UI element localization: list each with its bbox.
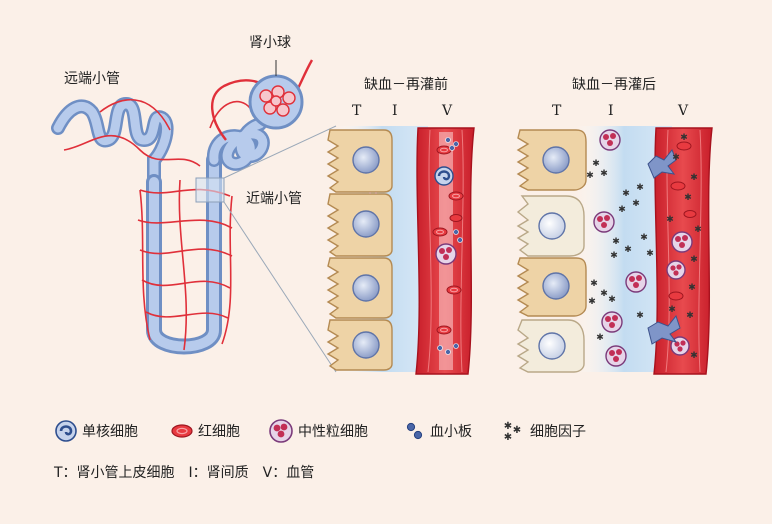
rbc-after xyxy=(668,141,697,301)
panel-after: ✱✱✱ ✱✱✱✱ ✱✱✱ ✱✱✱✱ ✱✱ ✱✱ ✱✱✱✱ ✱✱✱✱ ✱✱✱ xyxy=(516,126,713,375)
glomerulus-label: 肾小球 xyxy=(249,35,291,51)
legend-label: 血小板 xyxy=(430,424,472,440)
rbc-before xyxy=(432,145,464,335)
monocyte-before xyxy=(434,166,454,186)
col-t-after: T xyxy=(552,103,562,119)
cytokine-icon: ✱ ✱ ✱ xyxy=(504,421,521,443)
svg-text:✱: ✱ xyxy=(690,351,698,361)
legend-platelet: 血小板 xyxy=(404,419,472,443)
svg-text:✱: ✱ xyxy=(640,233,648,243)
svg-text:✱: ✱ xyxy=(636,183,644,193)
legend-label: 中性粒细胞 xyxy=(298,424,368,440)
svg-text:✱: ✱ xyxy=(686,311,694,321)
red-blood-cell-icon xyxy=(171,424,193,438)
svg-text:✱: ✱ xyxy=(668,305,676,315)
svg-text:✱: ✱ xyxy=(590,279,598,289)
col-i-before: I xyxy=(392,103,398,119)
platelets-before xyxy=(437,137,463,355)
abbreviation-footnote: T：肾小管上皮细胞 I：肾间质 V：血管 xyxy=(54,465,315,481)
legend-rbc: 红细胞 xyxy=(170,419,240,443)
legend-monocyte: 单核细胞 xyxy=(54,419,138,443)
svg-text:✱: ✱ xyxy=(688,283,696,293)
panel-after-title: 缺血－再灌后 xyxy=(572,77,656,93)
col-t-before: T xyxy=(352,103,362,119)
svg-text:✱: ✱ xyxy=(690,255,698,265)
svg-text:✱: ✱ xyxy=(612,237,620,247)
panel-before-title: 缺血－再灌前 xyxy=(364,77,448,93)
svg-text:✱: ✱ xyxy=(624,245,632,255)
svg-text:✱: ✱ xyxy=(588,297,596,307)
col-i-after: I xyxy=(608,103,614,119)
svg-text:✱: ✱ xyxy=(618,205,626,215)
monocyte-icon xyxy=(55,420,77,442)
svg-text:✱: ✱ xyxy=(504,421,512,432)
svg-text:✱: ✱ xyxy=(636,311,644,321)
svg-text:✱: ✱ xyxy=(600,289,608,299)
svg-text:✱: ✱ xyxy=(672,153,680,163)
svg-text:✱: ✱ xyxy=(600,169,608,179)
svg-text:✱: ✱ xyxy=(610,251,618,261)
neutrophil-before xyxy=(435,243,457,265)
svg-text:✱: ✱ xyxy=(596,333,604,343)
nephron xyxy=(51,59,337,373)
svg-text:✱: ✱ xyxy=(586,171,594,181)
svg-text:✱: ✱ xyxy=(608,295,616,305)
proximal-tubule-label: 近端小管 xyxy=(246,191,302,207)
svg-text:✱: ✱ xyxy=(690,173,698,183)
peritubular-capillaries xyxy=(63,98,251,351)
magnify-box xyxy=(195,177,225,203)
nuclei-before xyxy=(352,146,380,359)
activated-platelets-after xyxy=(647,149,681,345)
svg-text:✱: ✱ xyxy=(513,425,521,436)
legend-label: 单核细胞 xyxy=(82,424,138,440)
cytokines-after: ✱✱✱ ✱✱✱✱ ✱✱✱ ✱✱✱✱ ✱✱ ✱✱ ✱✱✱✱ ✱✱✱✱ ✱✱✱ xyxy=(586,133,702,361)
svg-text:✱: ✱ xyxy=(694,225,702,235)
svg-text:✱: ✱ xyxy=(666,215,674,225)
legend-cytokine: ✱ ✱ ✱ 细胞因子 xyxy=(500,419,586,443)
platelet-icon xyxy=(406,422,423,440)
col-v-before: V xyxy=(442,103,453,119)
nuclei-after xyxy=(538,146,570,360)
svg-text:✱: ✱ xyxy=(684,193,692,203)
legend-neutrophil: 中性粒细胞 xyxy=(268,419,368,443)
svg-text:✱: ✱ xyxy=(504,432,512,443)
svg-text:✱: ✱ xyxy=(680,133,688,143)
col-v-after: V xyxy=(678,103,689,119)
glomerulus-tuft xyxy=(259,85,296,117)
distal-tubule-label: 远端小管 xyxy=(64,71,120,87)
legend-label: 红细胞 xyxy=(198,424,240,440)
neutrophil-icon xyxy=(269,419,293,443)
svg-text:✱: ✱ xyxy=(592,159,600,169)
svg-text:✱: ✱ xyxy=(632,199,640,209)
tight-junctions-before xyxy=(369,192,377,194)
legend-label: 细胞因子 xyxy=(530,424,586,440)
panel-before xyxy=(326,126,475,375)
svg-text:✱: ✱ xyxy=(622,189,630,199)
neutrophils-after xyxy=(593,129,693,367)
svg-text:✱: ✱ xyxy=(646,249,654,259)
